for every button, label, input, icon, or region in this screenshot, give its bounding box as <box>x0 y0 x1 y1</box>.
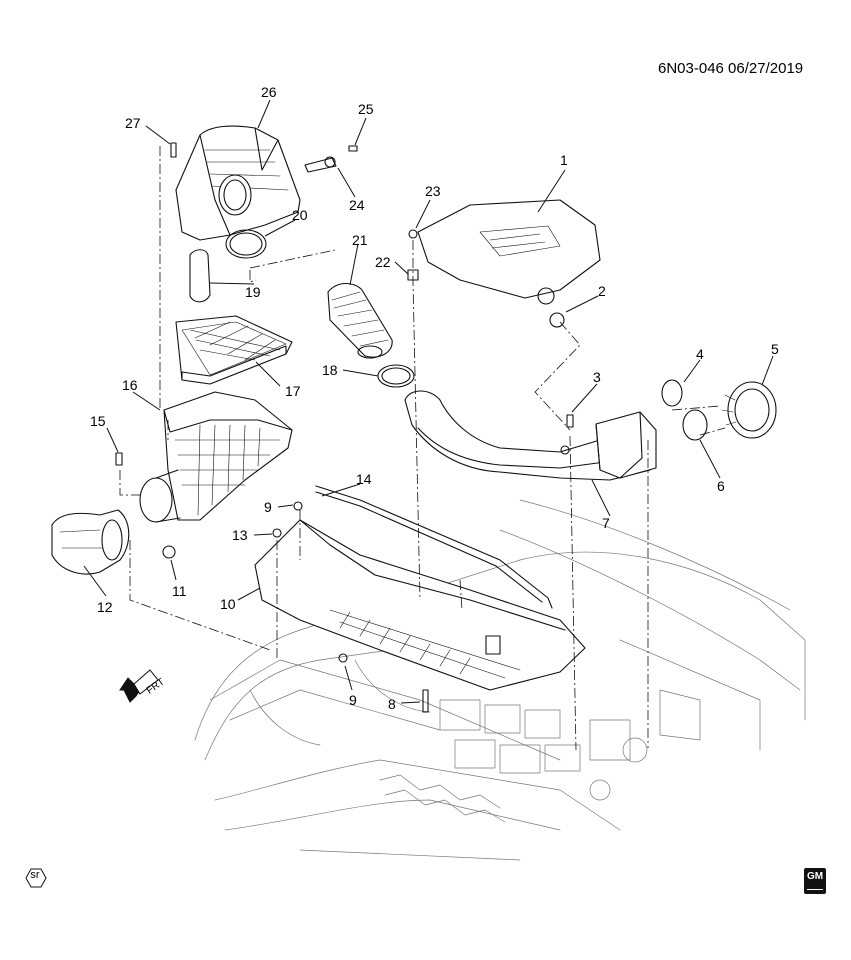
callout-label: 8 <box>388 696 396 712</box>
callout-label: 21 <box>352 232 368 248</box>
callout-label: 23 <box>425 183 441 199</box>
bolt-15 <box>115 452 123 466</box>
adapter-5 <box>721 381 777 439</box>
leader-lines <box>83 99 774 704</box>
screw-25 <box>348 145 358 152</box>
bolt-3 <box>566 414 574 428</box>
sensor-24 <box>304 156 337 173</box>
stud-8 <box>422 689 429 713</box>
callout-label: 10 <box>220 596 236 612</box>
pin-9-upper <box>293 501 303 511</box>
seal-19 <box>189 249 211 303</box>
callout-label: 19 <box>245 284 261 300</box>
callout-label: 6 <box>717 478 725 494</box>
callout-label: 4 <box>696 346 704 362</box>
front-direction-arrow: FRT <box>119 669 167 703</box>
callout-label: 27 <box>125 115 141 131</box>
callout-label: 20 <box>292 207 308 223</box>
callout-label: 24 <box>349 197 365 213</box>
callout-label: 12 <box>97 599 113 615</box>
seal-strip-14 <box>315 485 553 609</box>
callout-label: 9 <box>349 692 357 708</box>
sr-badge-outline <box>25 868 47 888</box>
housing-outlet <box>139 469 181 523</box>
callout-label: 3 <box>593 369 601 385</box>
callout-label: 18 <box>322 362 338 378</box>
grommet-11 <box>162 545 176 559</box>
callout-label: 14 <box>356 471 372 487</box>
grommet-2 <box>537 287 565 328</box>
callout-label: 11 <box>172 583 187 599</box>
callout-label: 5 <box>771 341 779 357</box>
pin-9-lower <box>338 653 348 663</box>
duct-12 <box>51 509 130 575</box>
sr-badge: sr <box>30 869 40 881</box>
air-cleaner-upper-housing <box>175 125 301 241</box>
callout-labels: 1 2 3 4 5 6 7 8 9 9 10 11 12 13 14 15 16… <box>90 84 779 712</box>
clamp-4 <box>661 379 683 407</box>
engine-cover-1 <box>417 199 601 299</box>
gm-logo: GM <box>804 868 826 894</box>
clamp-20 <box>225 229 267 259</box>
clamp-6 <box>682 409 708 441</box>
assembly-lines <box>119 146 726 751</box>
duct-boot-21 <box>327 282 393 359</box>
intake-duct-7 <box>404 390 657 481</box>
callout-label: 2 <box>598 283 606 299</box>
stud-23 <box>408 229 418 239</box>
callout-label: 13 <box>232 527 248 543</box>
air-cleaner-lower-housing <box>163 391 293 521</box>
bolt-27 <box>170 142 177 158</box>
callout-label: 26 <box>261 84 277 100</box>
callout-label: 16 <box>122 377 138 393</box>
callout-label: 25 <box>358 101 374 117</box>
diagram-code: 6N03-046 06/27/2019 <box>658 60 804 77</box>
filter-element-17 <box>175 315 293 385</box>
callout-label: 22 <box>375 254 391 270</box>
callout-label: 17 <box>285 383 301 399</box>
callout-label: 15 <box>90 413 106 429</box>
engine-bay-drawing <box>194 499 806 861</box>
callout-label: 9 <box>264 499 272 515</box>
tray-10 <box>254 519 586 691</box>
clamp-18 <box>377 364 415 388</box>
screw-13 <box>272 528 282 538</box>
callout-label: 7 <box>602 515 610 531</box>
callout-label: 1 <box>560 152 568 168</box>
